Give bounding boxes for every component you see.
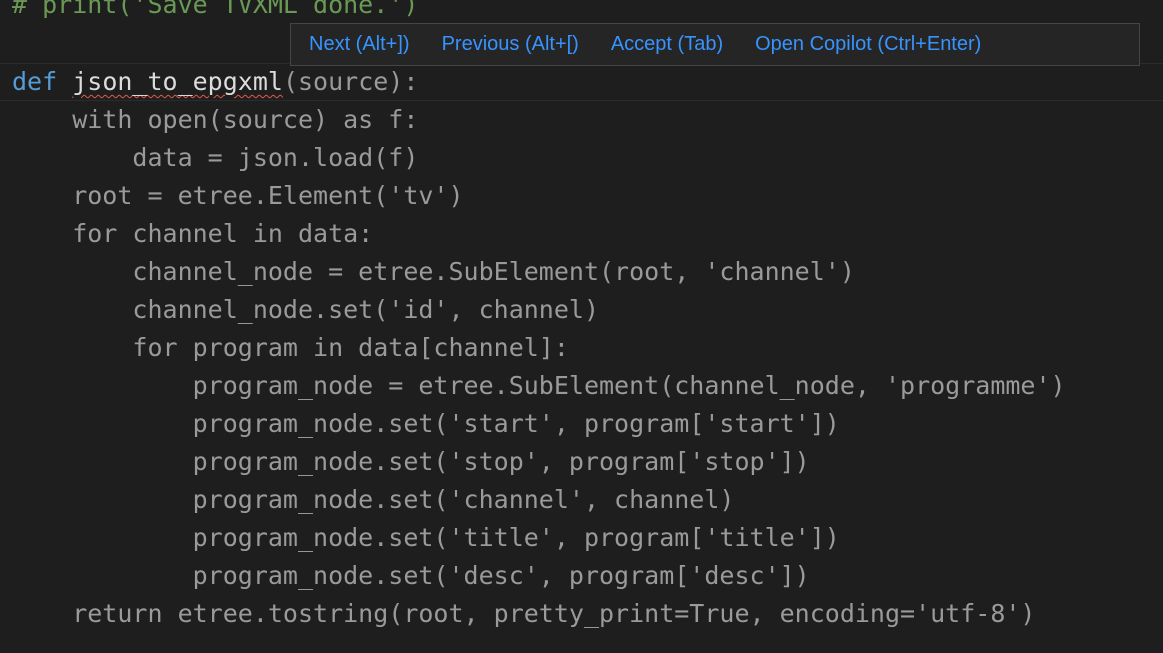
code-line-ghost: channel_node.set('id', channel) — [12, 295, 599, 324]
code-line-ghost: program_node.set('start', program['start… — [12, 409, 840, 438]
code-line-ghost: program_node.set('title', program['title… — [12, 523, 840, 552]
code-line-ghost: program_node.set('stop', program['stop']… — [12, 447, 810, 476]
previous-suggestion-button[interactable]: Previous (Alt+[) — [441, 33, 579, 55]
code-line-ghost: return etree.tostring(root, pretty_print… — [12, 599, 1036, 628]
comment-line: # print('Save TVXML done.') — [12, 0, 419, 19]
code-line-ghost: with open(source) as f: — [12, 105, 419, 134]
def-keyword: def — [12, 67, 58, 96]
accept-suggestion-button[interactable]: Accept (Tab) — [610, 33, 724, 55]
code-line-ghost: data = json.load(f) — [12, 143, 419, 172]
def-params: (source): — [282, 67, 419, 96]
next-suggestion-button[interactable]: Next (Alt+]) — [309, 33, 410, 55]
open-copilot-button[interactable]: Open Copilot (Ctrl+Enter) — [755, 33, 982, 55]
code-line-ghost: for channel in data: — [12, 219, 374, 248]
def-line[interactable]: def json_to_epgxml(source): — [12, 63, 418, 101]
code-line-ghost: root = etree.Element('tv') — [12, 181, 464, 210]
code-line-ghost: program_node.set('desc', program['desc']… — [12, 561, 810, 590]
function-name: json_to_epgxml — [72, 67, 283, 96]
copilot-suggestion-toolbar: Next (Alt+]) Previous (Alt+[) Accept (Ta… — [290, 23, 1140, 66]
code-line-ghost: channel_node = etree.SubElement(root, 'c… — [12, 257, 855, 286]
code-line-ghost: program_node = etree.SubElement(channel_… — [12, 371, 1066, 400]
code-line-ghost: program_node.set('channel', channel) — [12, 485, 735, 514]
code-line-ghost: for program in data[channel]: — [12, 333, 569, 362]
